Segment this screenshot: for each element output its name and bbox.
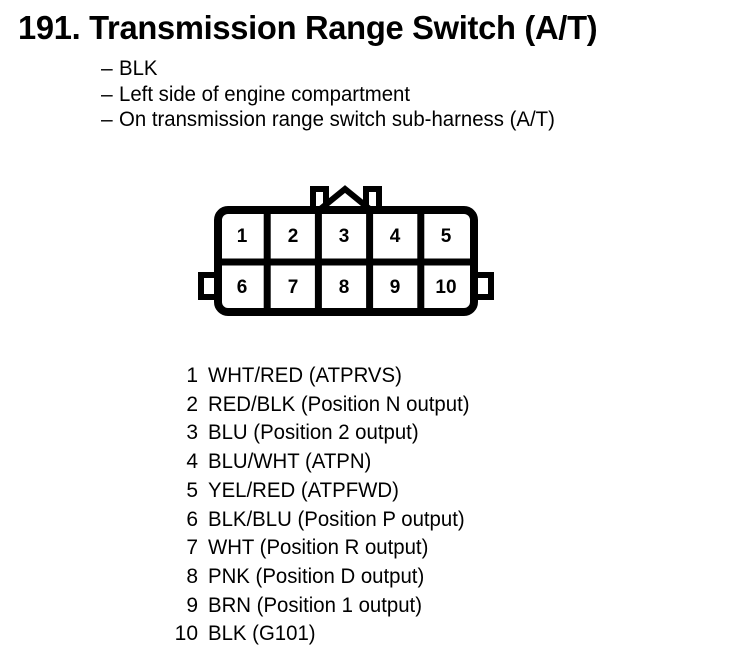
pin-list-item: 7 WHT (Position R output) (150, 534, 670, 563)
pin-list-item: 6 BLK/BLU (Position P output) (150, 506, 670, 535)
pin-number: 6 (186, 507, 198, 531)
pin-list-item: 4 BLU/WHT (ATPN) (150, 448, 670, 477)
pin-number: 1 (186, 364, 198, 387)
pin-number: 7 (186, 536, 198, 560)
pin-assignment-list: 1 WHT/RED (ATPRVS) 2 RED/BLK (Position N… (150, 362, 670, 649)
pin-description: BLK/BLU (Position P output) (208, 507, 465, 531)
note-item: – BLK (101, 56, 721, 82)
pin-description: BLK (G101) (208, 622, 316, 646)
connector-pin-3: 3 (339, 226, 350, 247)
note-item: – Left side of engine compartment (101, 82, 721, 108)
dash-bullet-icon: – (101, 57, 113, 80)
pin-list-item: 9 BRN (Position 1 output) (150, 592, 670, 621)
pin-description: WHT (Position R output) (208, 536, 429, 560)
pin-list-item: 8 PNK (Position D output) (150, 563, 670, 592)
pin-list-item: 5 YEL/RED (ATPFWD) (150, 477, 670, 506)
dash-bullet-icon: – (101, 82, 113, 106)
keyway-peak-icon (316, 185, 374, 214)
note-text: Left side of engine compartment (119, 82, 411, 106)
pin-number: 4 (186, 450, 198, 474)
pin-description: YEL/RED (ATPFWD) (208, 478, 399, 502)
pin-description: WHT/RED (ATPRVS) (208, 364, 402, 387)
pin-description: BRN (Position 1 output) (208, 593, 422, 617)
notes-list: – BLK – Left side of engine compartment … (101, 56, 721, 133)
pin-number: 2 (186, 392, 198, 416)
pin-number: 3 (186, 421, 198, 445)
connector-pin-8: 8 (339, 277, 350, 298)
pin-number: 10 (174, 622, 198, 646)
connector-pin-2: 2 (288, 226, 299, 247)
pin-list-item: 3 BLU (Position 2 output) (150, 419, 670, 448)
pin-description: RED/BLK (Position N output) (208, 392, 470, 416)
connector-diagram: 1 2 3 4 5 6 7 8 9 10 (196, 184, 496, 320)
pin-list-item: 10 BLK (G101) (150, 620, 670, 649)
note-item: – On transmission range switch sub-harne… (101, 107, 721, 133)
connector-pin-4: 4 (390, 226, 401, 247)
pin-description: BLU/WHT (ATPN) (208, 450, 372, 474)
connector-svg: 1 2 3 4 5 6 7 8 9 10 (198, 185, 494, 316)
page-title: 191. Transmission Range Switch (A/T) (18, 9, 598, 46)
pin-number: 8 (186, 564, 198, 588)
pin-list-item: 1 WHT/RED (ATPRVS) (150, 362, 670, 391)
dash-bullet-icon: – (101, 108, 113, 131)
connector-pin-6: 6 (237, 277, 248, 298)
connector-pin-10: 10 (435, 277, 456, 298)
connector-pin-1: 1 (237, 226, 248, 247)
pin-number: 9 (186, 593, 198, 617)
connector-pin-7: 7 (288, 277, 299, 298)
pin-list-item: 2 RED/BLK (Position N output) (150, 391, 670, 420)
connector-pin-9: 9 (390, 277, 401, 298)
connector-pin-5: 5 (441, 226, 452, 247)
pin-description: PNK (Position D output) (208, 564, 425, 588)
note-text: BLK (119, 57, 158, 80)
pin-number: 5 (186, 478, 198, 502)
pin-description: BLU (Position 2 output) (208, 421, 419, 445)
note-text: On transmission range switch sub-harness… (119, 108, 555, 131)
